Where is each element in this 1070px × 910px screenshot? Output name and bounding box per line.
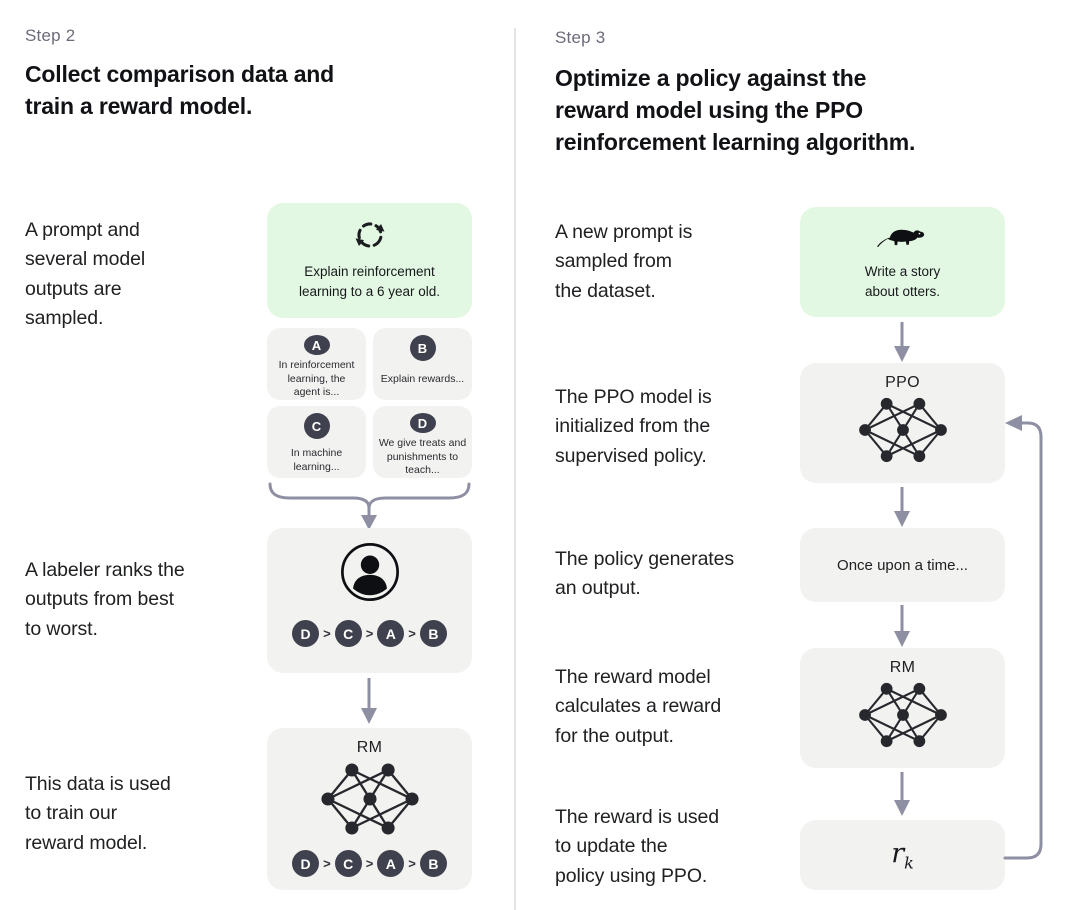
output-b: B Explain rewards... — [373, 328, 472, 400]
greater-than: > — [365, 626, 374, 641]
down-arrow — [894, 772, 910, 816]
down-arrow — [894, 487, 910, 527]
person-icon — [339, 541, 401, 608]
neural-network-icon — [312, 759, 428, 844]
output-d-text: We give treats and punishments to teach.… — [378, 437, 467, 477]
greater-than: > — [365, 856, 374, 871]
ppo-box: PPO — [800, 363, 1005, 483]
step3-caption-generates: The policy generates an output. — [555, 548, 735, 600]
rank-item: B — [419, 620, 447, 647]
rank-item: B — [419, 850, 447, 877]
step3-prompt-box: Write a story about otters. — [800, 207, 1005, 317]
step2-caption-labeler: A labeler ranks the outputs from best to… — [25, 559, 185, 640]
rank-item: C — [334, 850, 362, 877]
brace-arrow — [268, 482, 471, 530]
output-b-badge: B — [409, 335, 436, 361]
rank-item: A — [377, 620, 405, 647]
rm-label: RM — [356, 739, 383, 756]
step3-caption-reward-update: The reward is used to update the policy … — [555, 806, 720, 887]
neural-network-icon — [850, 394, 956, 471]
down-arrow — [894, 322, 910, 362]
output-a-text: In reinforcement learning, the agent is.… — [278, 359, 355, 399]
step3-caption-reward-calc: The reward model calculates a reward for… — [555, 666, 722, 747]
ppo-label: PPO — [885, 374, 920, 391]
step2-label: Step 2 — [25, 26, 76, 45]
rank-item: D — [292, 850, 320, 877]
rank-item: C — [334, 620, 362, 647]
down-arrow — [361, 678, 377, 724]
otter-icon — [874, 221, 932, 256]
greater-than: > — [323, 626, 331, 641]
reward-value: rk — [891, 837, 914, 873]
step2-caption-sampled: A prompt and several model outputs are s… — [25, 219, 146, 329]
reward-model-box-right: RM — [800, 648, 1005, 768]
greater-than: > — [408, 626, 416, 641]
policy-output-box: Once upon a time... — [800, 528, 1005, 602]
column-divider — [514, 28, 516, 910]
output-c-text: In machine learning... — [290, 447, 343, 473]
output-b-text: Explain rewards... — [380, 373, 465, 385]
step2-prompt-text: Explain reinforcement learning to a 6 ye… — [298, 264, 441, 299]
down-arrow — [894, 605, 910, 647]
rm-ranking: D > C > A > B — [292, 850, 447, 877]
output-a: A In reinforcement learning, the agent i… — [267, 328, 366, 400]
output-a-badge: A — [303, 335, 330, 356]
output-c: C In machine learning... — [267, 406, 366, 478]
step2-title: Collect comparison data and train a rewa… — [25, 61, 334, 120]
feedback-loop-arrow — [1003, 415, 1043, 860]
step3-label: Step 3 — [555, 28, 606, 47]
step2-prompt-box: Explain reinforcement learning to a 6 ye… — [267, 203, 472, 318]
reward-value-box: rk — [800, 820, 1005, 890]
policy-output-text: Once upon a time... — [837, 556, 968, 574]
neural-network-icon — [850, 679, 956, 756]
output-c-badge: C — [303, 413, 330, 439]
step3-title: Optimize a policy against the reward mod… — [555, 65, 916, 156]
output-d-badge: D — [409, 413, 436, 434]
rank-item: A — [377, 850, 405, 877]
step3-caption-ppo-init: The PPO model is initialized from the su… — [555, 386, 712, 467]
labeler-box: D > C > A > B — [267, 528, 472, 673]
step3-prompt-text: Write a story about otters. — [864, 264, 941, 299]
model-outputs-grid: A In reinforcement learning, the agent i… — [267, 328, 472, 478]
rm-label: RM — [889, 659, 916, 676]
rank-item: D — [292, 620, 320, 647]
step2-caption-train: This data is used to train our reward mo… — [25, 773, 171, 854]
greater-than: > — [323, 856, 331, 871]
output-d: D We give treats and punishments to teac… — [373, 406, 472, 478]
step3-caption-new-prompt: A new prompt is sampled from the dataset… — [555, 221, 693, 302]
reward-model-box: RM D > C > A > B — [267, 728, 472, 890]
labeler-ranking: D > C > A > B — [292, 620, 447, 647]
greater-than: > — [408, 856, 416, 871]
cycle-icon — [353, 218, 387, 257]
